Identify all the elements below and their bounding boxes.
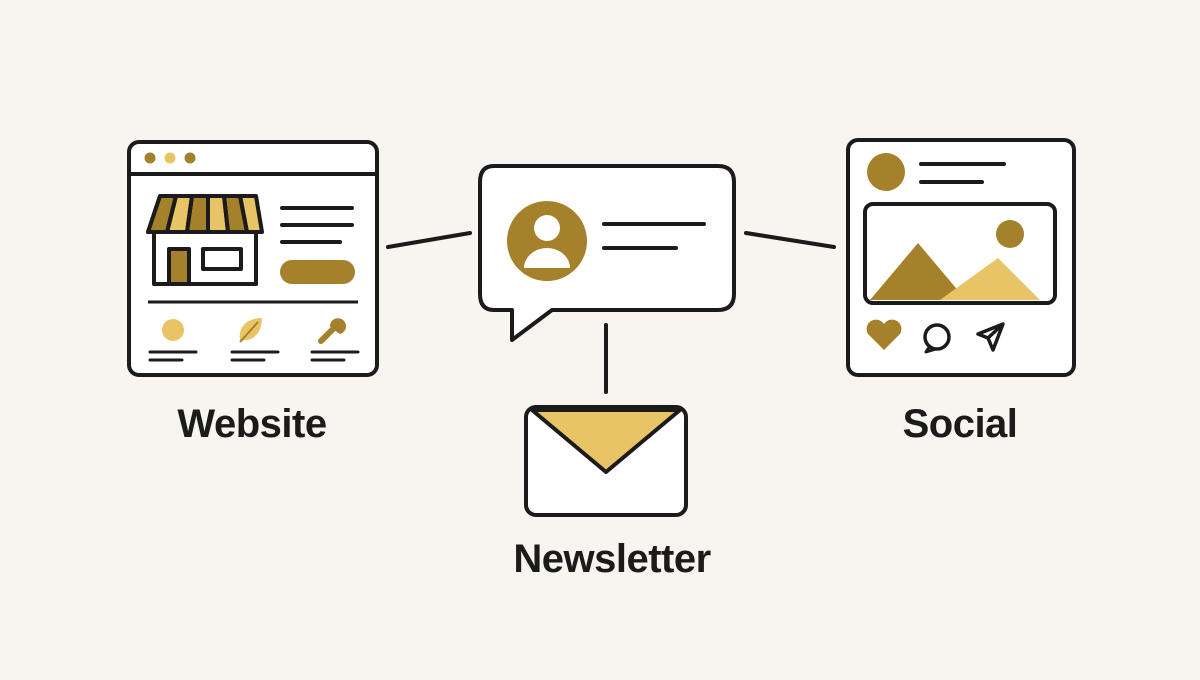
circle-icon xyxy=(162,319,184,341)
profile-avatar-icon xyxy=(867,153,905,191)
envelope-icon xyxy=(524,405,688,517)
user-avatar-icon xyxy=(507,201,587,281)
heart-icon xyxy=(866,319,902,350)
cta-pill xyxy=(280,260,355,284)
social-post-icon xyxy=(846,138,1076,377)
browser-window-icon xyxy=(127,140,379,377)
leaf-icon xyxy=(239,318,262,343)
window-dot-icon xyxy=(164,152,176,164)
window-dot-icon xyxy=(144,152,156,164)
connector-website-to-hub xyxy=(386,231,472,249)
website-label: Website xyxy=(177,402,327,446)
send-icon xyxy=(976,322,1005,352)
window-dot-icon xyxy=(184,152,196,164)
newsletter-label: Newsletter xyxy=(513,537,711,581)
connector-hub-to-social xyxy=(744,231,836,249)
chat-bubble-icon xyxy=(478,164,736,342)
wrench-icon xyxy=(318,318,346,344)
storefront-icon xyxy=(146,194,264,286)
social-label: Social xyxy=(902,402,1018,446)
comment-icon xyxy=(923,323,951,354)
connectors xyxy=(386,231,836,394)
mountain-image-icon xyxy=(863,202,1057,305)
